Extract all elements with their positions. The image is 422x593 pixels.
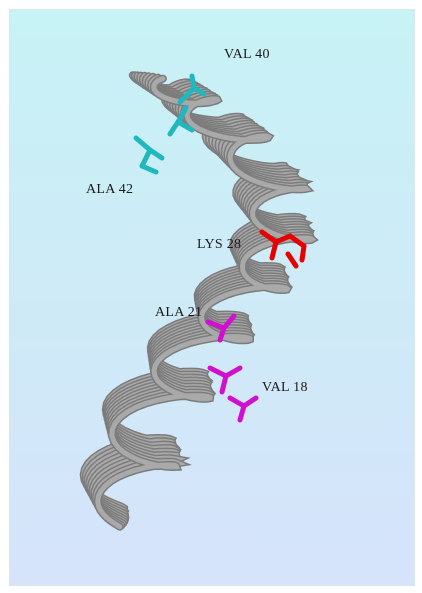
structure-figure: VAL 40 ALA 42 LYS 28 ALA 21 VAL 18 (9, 9, 415, 586)
backbone-strands (84, 75, 312, 527)
residue-ala-42-bond (150, 150, 162, 158)
label-ala-42: ALA 42 (86, 182, 133, 198)
residue-lys-28-bond (288, 254, 296, 266)
residue-ala-42-bond (142, 150, 150, 166)
label-val-40: VAL 40 (224, 47, 270, 63)
residue-ala-42-bond (142, 166, 156, 172)
residue-val-18 (210, 368, 256, 420)
residue-val-18-bond (210, 368, 226, 376)
residue-val-18-bond (222, 376, 226, 392)
residue-lys-28-bond (302, 246, 304, 260)
residue-ala-42-bond (136, 138, 150, 150)
label-val-18: VAL 18 (262, 380, 308, 396)
residue-ala-42 (136, 138, 162, 172)
residue-val-40-bond (170, 122, 178, 134)
label-ala-21: ALA 21 (155, 305, 202, 321)
residue-val-40-bond (192, 76, 194, 88)
residue-val-18-bond (240, 406, 244, 420)
label-lys-28: LYS 28 (197, 237, 241, 253)
protein-backbone-ensemble (10, 10, 414, 585)
